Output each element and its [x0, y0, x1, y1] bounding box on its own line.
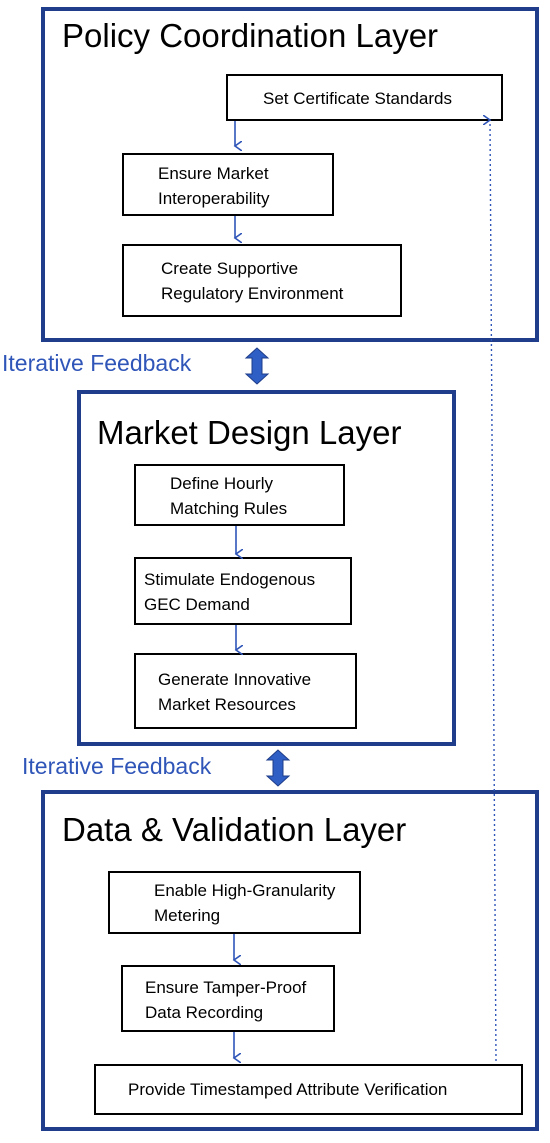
provide-timestamped-attribute-verification-label: Provide Timestamped Attribute Verificati… [128, 1080, 448, 1099]
step-label-line1: Create Supportive [161, 259, 299, 278]
step-label-line1: Define Hourly [170, 474, 273, 493]
provide-timestamped-attribute-verification-box: Provide Timestamped Attribute Verificati… [94, 1064, 523, 1115]
enable-high-granularity-metering-box: Enable High-Granularity Metering [108, 871, 361, 934]
data-validation-layer: Data & Validation Layer Enable High-Gran… [41, 790, 539, 1131]
double-headed-arrow-icon [244, 347, 270, 385]
set-certificate-standards-box: Set Certificate Standards [226, 74, 503, 121]
step-label-line2: Interoperability [158, 189, 270, 208]
market-layer-title: Market Design Layer [97, 414, 402, 451]
stimulate-endogenous-gec-demand-box: Stimulate Endogenous GEC Demand [134, 557, 352, 625]
step-label-line1: Enable High-Granularity [154, 881, 336, 900]
ensure-market-interoperability-box: Ensure Market Interoperability [122, 153, 334, 216]
policy-coordination-layer: Policy Coordination Layer Set Certificat… [41, 7, 539, 342]
step-label-line2: Regulatory Environment [161, 284, 344, 303]
double-headed-arrow-icon [265, 749, 291, 787]
ensure-tamper-proof-data-recording-box: Ensure Tamper-Proof Data Recording [121, 965, 335, 1032]
policy-layer-title: Policy Coordination Layer [62, 17, 439, 54]
market-design-layer: Market Design Layer Define Hourly Matchi… [77, 390, 456, 746]
step-label-line1: Stimulate Endogenous [144, 570, 316, 589]
step-label-line2: Market Resources [158, 695, 296, 714]
generate-innovative-market-resources-box: Generate Innovative Market Resources [134, 653, 357, 729]
step-label-line2: Data Recording [145, 1003, 264, 1022]
data-layer-title: Data & Validation Layer [62, 811, 407, 848]
iterative-feedback-label-top: Iterative Feedback [2, 350, 192, 376]
step-label-line2: GEC Demand [144, 595, 250, 614]
step-label-line1: Ensure Tamper-Proof [145, 978, 307, 997]
define-hourly-matching-rules-box: Define Hourly Matching Rules [134, 464, 345, 526]
create-supportive-regulatory-environment-box: Create Supportive Regulatory Environment [122, 244, 402, 317]
dotted-feedback-arrow-icon [490, 120, 497, 1062]
iterative-feedback-label-bottom: Iterative Feedback [22, 753, 212, 779]
step-label-line1: Generate Innovative [158, 670, 312, 689]
step-label-line1: Ensure Market [158, 164, 269, 183]
step-label-line2: Metering [154, 906, 221, 925]
set-certificate-standards-label: Set Certificate Standards [263, 89, 452, 108]
step-label-line2: Matching Rules [170, 499, 288, 518]
